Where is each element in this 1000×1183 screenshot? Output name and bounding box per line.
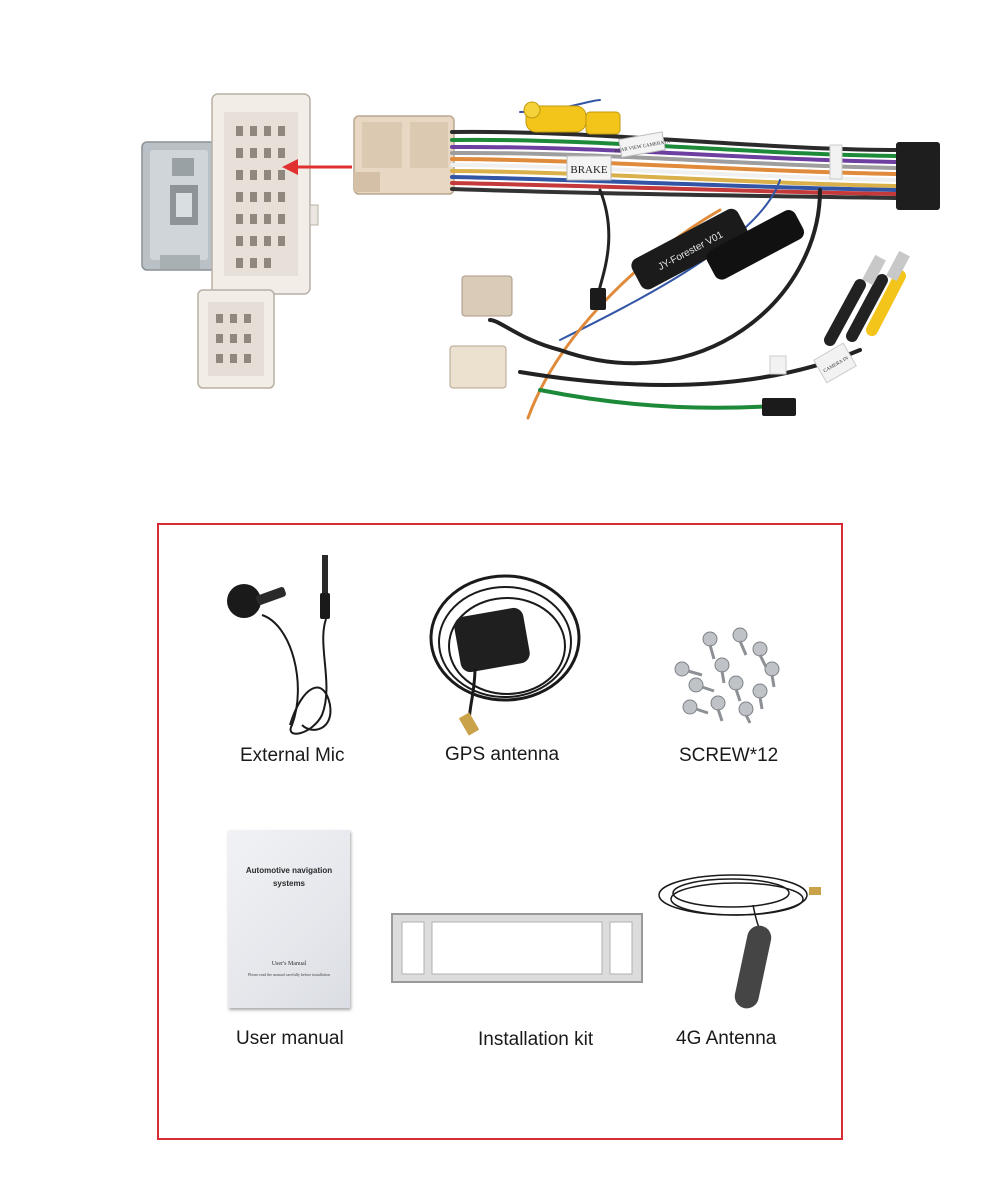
- accessory-label: 4G Antenna: [676, 1028, 777, 1049]
- mating-arrow: [282, 159, 352, 175]
- accessory-label: Installation kit: [478, 1029, 594, 1050]
- grey-connector: [141, 141, 217, 271]
- manual-subtitle: User's Manual: [271, 961, 307, 967]
- brake-tag: BRAKE: [566, 155, 612, 181]
- manual-note: Please read the manual carefully before …: [248, 972, 330, 977]
- beige-small-plugs: [449, 275, 513, 389]
- brake-tag-text: BRAKE: [570, 164, 608, 176]
- beige-harness-plug: [353, 115, 455, 195]
- accessory-label: GPS antenna: [445, 744, 560, 765]
- external-mic-image: [227, 555, 332, 735]
- canbus-decoder: JY-Forester V01: [631, 208, 805, 290]
- manual-title: Automotive navigation systems: [245, 866, 333, 888]
- black-plug: [590, 288, 606, 310]
- installation-kit-image: [391, 913, 643, 983]
- accessory-label: SCREW*12: [679, 745, 779, 766]
- rca-plugs-right: CAMERA IN: [762, 250, 910, 416]
- accessories-frame: [157, 523, 843, 1140]
- screws-image: [674, 627, 780, 724]
- accessory-label: External Mic: [240, 745, 345, 766]
- wiring-harness-image: BRAKE REAR VIEW CAMERA IN JY-Forester V0…: [141, 93, 940, 420]
- black-end-connector: [896, 142, 940, 210]
- yellow-rca-top: [523, 101, 621, 135]
- white-small-connector: [197, 289, 275, 389]
- user-manual-image: Automotive navigation systems User's Man…: [228, 830, 350, 1008]
- accessory-label: User manual: [236, 1028, 344, 1049]
- gps-antenna-image: [429, 574, 581, 736]
- 4g-antenna-image: [658, 874, 821, 1009]
- rear-view-tag: REAR VIEW CAMERA IN: [614, 131, 671, 158]
- white-main-connector: [211, 93, 319, 295]
